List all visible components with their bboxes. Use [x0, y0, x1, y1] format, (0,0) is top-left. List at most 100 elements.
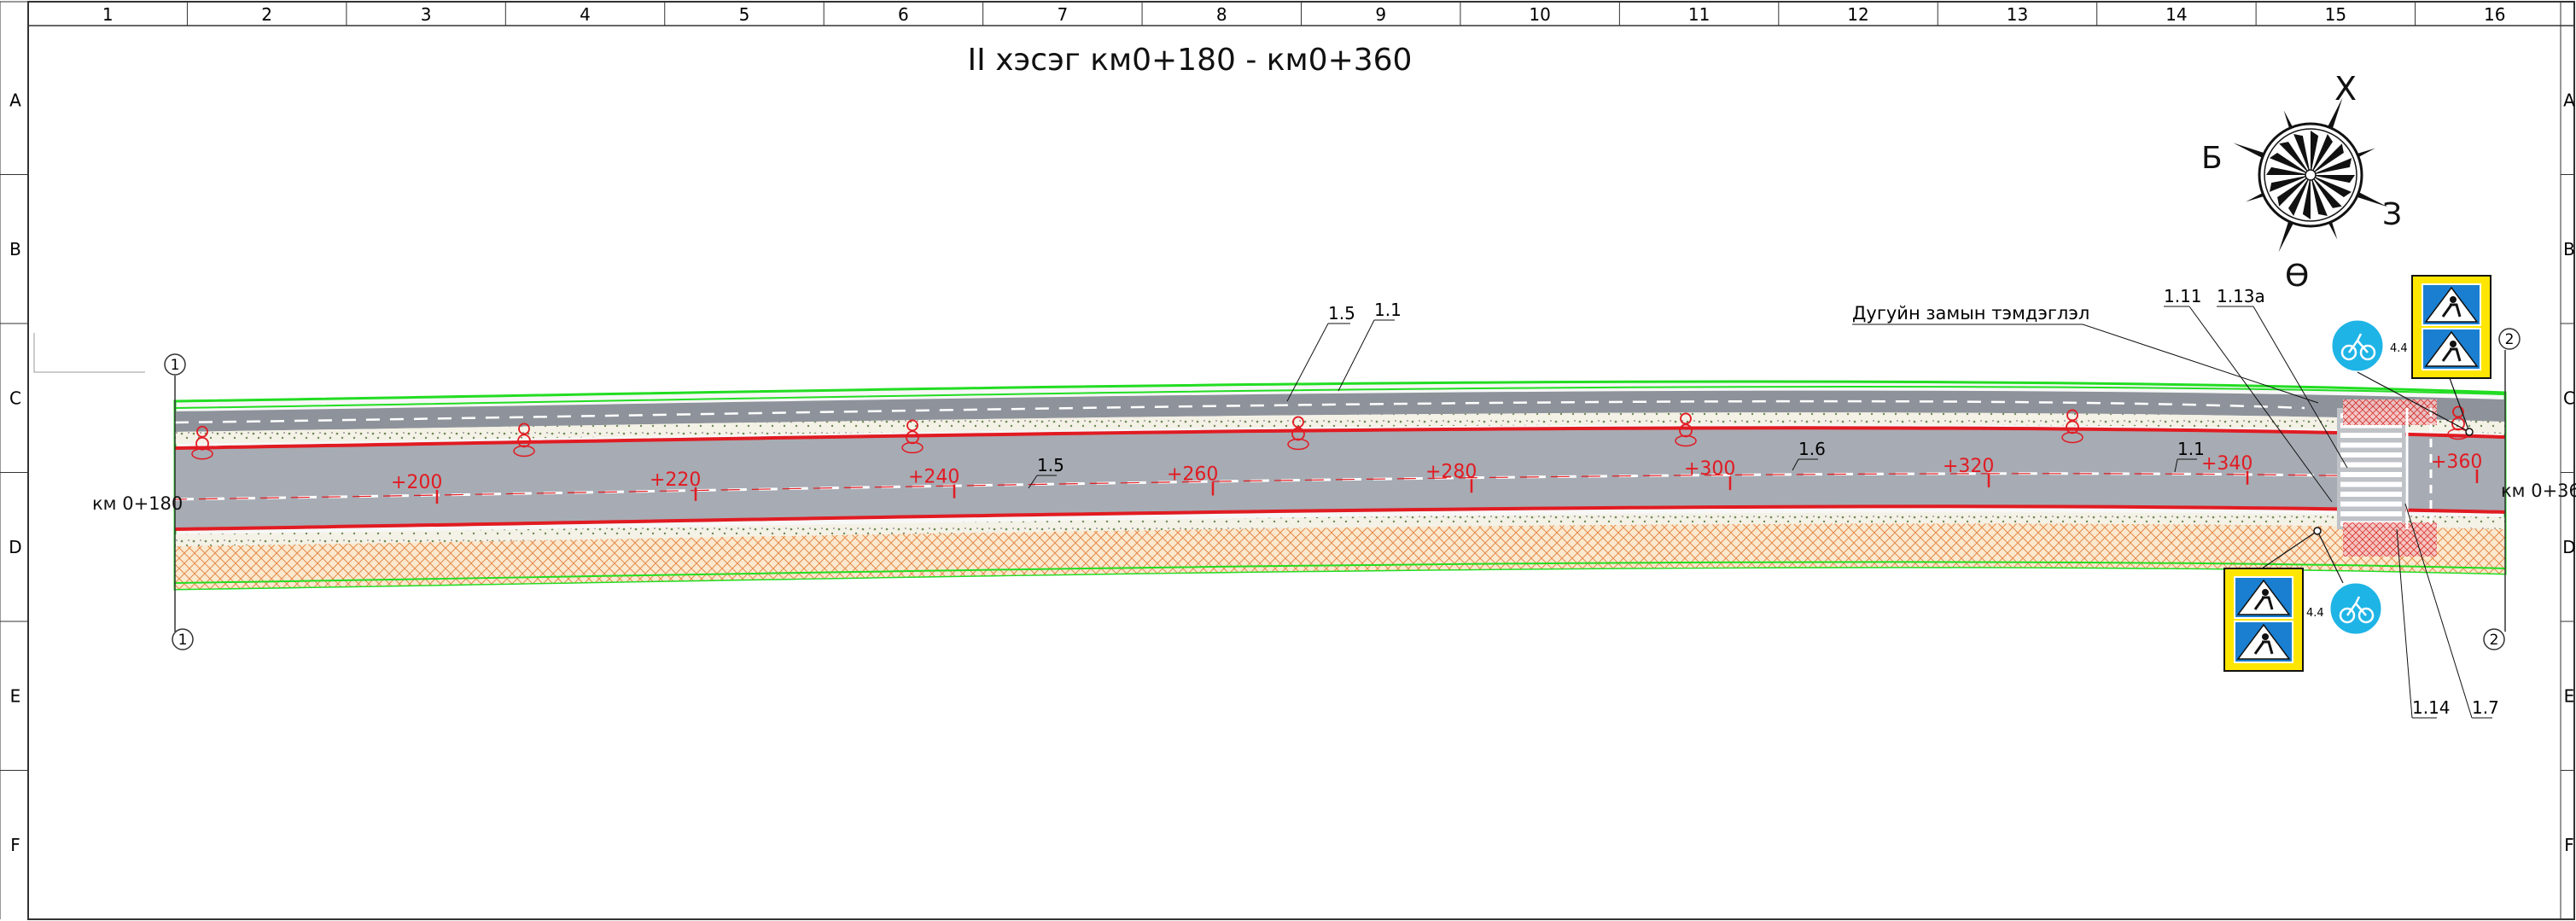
station-label: +280 [1425, 461, 1477, 482]
frame-column-label: 16 [2484, 4, 2505, 25]
lower-crossing-sign [2223, 568, 2304, 672]
station-label: +220 [650, 469, 701, 491]
upper-hatched-zone [2343, 399, 2437, 425]
svg-text:2: 2 [2505, 331, 2515, 348]
frame-row-label-right: A [2563, 90, 2575, 110]
compass-north: Х [2334, 70, 2357, 108]
marking-label-1-1-end: 1.1 [2174, 439, 2205, 473]
marking-label-1-1-top: 1.1 [1338, 300, 1402, 392]
section-marker-1-top: 1 [164, 353, 186, 376]
frame-row-label-right: B [2563, 239, 2575, 259]
marking-label-1-5-top: 1.5 [1286, 303, 1355, 402]
lamp-icon [901, 419, 924, 454]
marking-label-1-7: 1.7 [2404, 503, 2499, 719]
station-label: +300 [1684, 458, 1735, 480]
marking-label-1-13a: 1.13а [2217, 286, 2348, 469]
svg-text:1.14: 1.14 [2412, 697, 2451, 718]
frame-column-label: 8 [1216, 4, 1227, 25]
frame-row-label-right: E [2564, 685, 2575, 706]
lower-gravel-strip [175, 512, 2505, 546]
svg-text:4.4: 4.4 [2306, 607, 2324, 620]
lower-shoulder [175, 523, 2505, 589]
frame-column-label: 2 [261, 4, 272, 25]
station-labels: +200 +220 +240 +260 +280 +300 +320 +340 +360 [391, 452, 2482, 504]
marking-label-1-5-mid: 1.5 [1028, 455, 1064, 489]
frame-column-label: 1 [102, 4, 114, 25]
marking-label-1-14: 1.14 [2396, 528, 2451, 719]
frame-column-label: 5 [739, 4, 750, 25]
start-chainage-label: км 0+180 [92, 493, 183, 514]
lamp-icon [513, 423, 535, 458]
frame-column-label: 7 [1057, 4, 1068, 25]
station-label: +340 [2201, 453, 2253, 475]
frame-row-label-left: B [9, 239, 21, 259]
bike-lane-marking-label: Дугуйн замын тэмдэглэл [1852, 303, 2319, 404]
frame-row-label-left: E [10, 685, 21, 706]
upper-gravel-strip [175, 412, 2505, 444]
upper-bike-sign [2329, 318, 2386, 374]
svg-text:1.5: 1.5 [1328, 303, 1355, 324]
station-label: +200 [391, 472, 442, 493]
svg-text:1.7: 1.7 [2472, 697, 2499, 718]
compass-rose: Х Б З Ө [2201, 70, 2402, 294]
lower-curb-line [174, 504, 2506, 531]
lamp-icon [2061, 409, 2084, 444]
lamp-icon [1675, 412, 1697, 447]
lower-hatched-zone [2343, 522, 2437, 557]
svg-text:1.1: 1.1 [1374, 300, 1402, 320]
upper-crossing-sign [2411, 275, 2491, 379]
frame-column-label: 13 [2007, 4, 2028, 25]
lamp-symbols [191, 405, 2469, 460]
frame-column-label: 15 [2325, 4, 2346, 25]
station-label: +260 [1167, 463, 1218, 485]
frame-column-label: 6 [898, 4, 909, 25]
lamp-icon [191, 425, 213, 460]
frame-column-label: 10 [1529, 4, 1550, 25]
svg-text:2: 2 [2490, 632, 2499, 649]
section-marker-2-top: 2 [2498, 328, 2521, 350]
station-label: +320 [1943, 456, 1994, 477]
marking-label-1-11: 1.11 [2164, 286, 2333, 503]
upper-curb-line [174, 426, 2506, 450]
frame-column-label: 14 [2165, 4, 2187, 25]
lower-bike-sign [2328, 580, 2384, 637]
section-marker-1-bottom: 1 [172, 628, 194, 650]
bike-lane-dash [174, 399, 2305, 424]
end-chainage-label: км 0+360 [2501, 481, 2576, 501]
crosswalk-area [2337, 408, 2405, 529]
compass-east: З [2382, 197, 2402, 232]
drawing-title: II хэсэг км0+180 - км0+360 [968, 43, 1413, 78]
frame-row-label-left: C [9, 388, 21, 408]
frame-row-label-left: A [9, 90, 21, 110]
svg-text:1.5: 1.5 [1037, 455, 1064, 475]
station-label: +240 [908, 467, 959, 488]
svg-text:1.1: 1.1 [2177, 439, 2205, 459]
section-marker-2-bottom: 2 [2483, 628, 2505, 650]
frame-row-label-right: C [2563, 388, 2575, 408]
svg-text:1.13а: 1.13а [2217, 286, 2265, 306]
frame-column-label: 12 [1847, 4, 1868, 25]
compass-south: Ө [2285, 259, 2309, 294]
frame-column-label: 3 [421, 4, 432, 25]
lamp-icon [1287, 416, 1309, 451]
carriageway [175, 428, 2505, 529]
frame-row-label-left: D [9, 537, 21, 557]
station-label: +360 [2431, 452, 2482, 473]
svg-text:4.4: 4.4 [2390, 342, 2408, 355]
svg-text:1.6: 1.6 [1798, 439, 1826, 459]
svg-text:1.11: 1.11 [2164, 286, 2202, 306]
svg-text:1: 1 [178, 632, 188, 649]
frame-column-label: 4 [580, 4, 591, 25]
compass-west: Б [2201, 141, 2223, 176]
marking-label-1-6: 1.6 [1792, 439, 1826, 471]
frame-row-label-left: F [10, 835, 20, 855]
frame-column-label: 9 [1375, 4, 1386, 25]
svg-text:1: 1 [171, 357, 180, 374]
frame-row-label-right: F [2564, 835, 2574, 855]
svg-text:Дугуйн замын тэмдэглэл: Дугуйн замын тэмдэглэл [1852, 303, 2089, 324]
frame-column-label: 11 [1688, 4, 1710, 25]
frame-row-label-right: D [2562, 537, 2575, 557]
